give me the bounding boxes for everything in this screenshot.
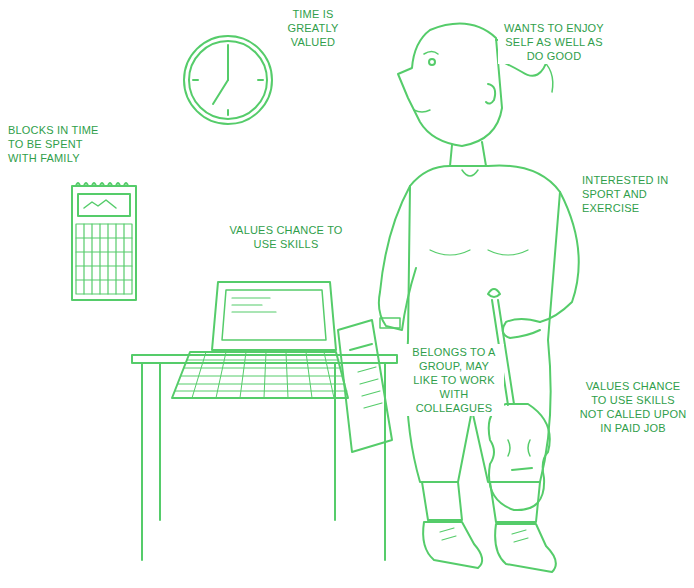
annotation-label: VALUES CHANCE TO USE SKILLS NOT CALLED U…: [576, 378, 690, 436]
annotation-label: TIME IS GREATLY VALUED: [278, 6, 348, 50]
annotation-label: WANTS TO ENJOY SELF AS WELL AS DO GOOD: [498, 20, 610, 64]
annotation-label: BLOCKS IN TIME TO BE SPENT WITH FAMILY: [6, 122, 110, 166]
annotation-label: VALUES CHANCE TO USE SKILLS: [222, 222, 350, 252]
annotation-label: INTERESTED IN SPORT AND EXERCISE: [580, 172, 690, 216]
annotation-label: BELONGS TO A GROUP, MAY LIKE TO WORK WIT…: [404, 344, 504, 416]
